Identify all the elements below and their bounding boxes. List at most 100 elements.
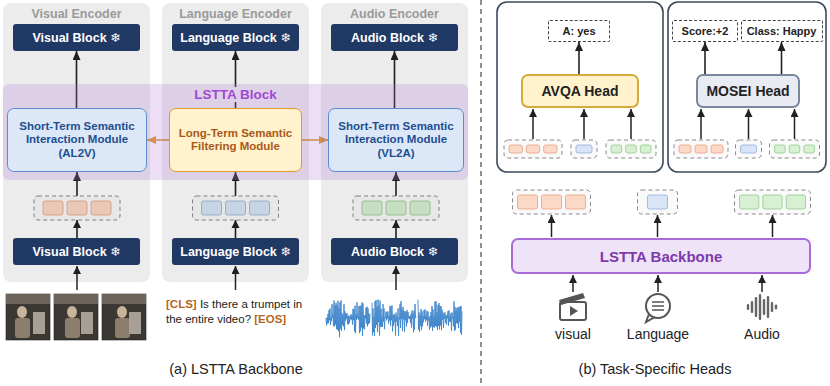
token — [741, 145, 757, 153]
audio-icon — [767, 296, 769, 318]
token — [695, 145, 707, 153]
frozen-block: Visual Block ❄ — [13, 238, 140, 265]
token — [740, 195, 759, 209]
frozen-block: Language Block ❄ — [172, 238, 299, 265]
video-frame — [6, 294, 50, 340]
token — [804, 145, 815, 153]
module-label: Short-Term Semantic Interaction Module (… — [12, 120, 142, 160]
frame-detail — [129, 312, 141, 334]
token — [509, 145, 522, 153]
token — [775, 145, 786, 153]
frozen-block: Language Block ❄ — [172, 24, 299, 51]
frame-figure — [17, 306, 27, 318]
band-title: LSTTA Block — [189, 87, 282, 102]
block-label: Language Block ❄ — [180, 244, 291, 259]
audio-icon — [759, 294, 761, 320]
token-group — [638, 190, 678, 214]
text-input: [CLS] Is there a trumpet in the entire v… — [166, 297, 308, 327]
audio-icon — [751, 301, 753, 313]
token-group — [736, 140, 762, 158]
token — [526, 145, 539, 153]
output-label: A: yes — [562, 25, 595, 37]
token — [679, 145, 691, 153]
token — [544, 145, 557, 153]
flow-arrow — [794, 109, 796, 139]
token-group — [735, 190, 811, 214]
flow-arrow — [551, 215, 553, 237]
backbone-box: LSTTA Backbone — [511, 238, 811, 274]
modality-label: Language — [613, 326, 703, 342]
frozen-block: Visual Block ❄ — [13, 24, 140, 51]
flow-arrow — [657, 215, 659, 237]
panel-title: Audio Encoder — [350, 7, 439, 21]
token-group — [674, 140, 728, 158]
special-token: [CLS] — [166, 298, 197, 310]
token — [611, 145, 622, 153]
flow-arrow — [657, 275, 659, 292]
flow-arrow — [583, 109, 585, 139]
flow-arrow — [630, 109, 632, 139]
module-box: Short-Term Semantic Interaction Module (… — [7, 108, 147, 172]
head-container — [668, 2, 826, 172]
modality-label: Audio — [717, 326, 807, 342]
audio-icon — [747, 304, 749, 310]
frozen-block: Audio Block ❄ — [331, 24, 458, 51]
token-group — [770, 140, 820, 158]
head-container — [497, 2, 663, 172]
video-icon — [559, 293, 585, 305]
audio-waveform — [418, 300, 462, 335]
token — [763, 195, 782, 209]
video-frame — [54, 294, 98, 340]
frame-figure — [15, 318, 30, 338]
output-box: A: yes — [548, 20, 610, 42]
language-icon — [652, 309, 664, 311]
flow-arrow — [772, 215, 774, 237]
subfigure-caption: (b) Task-Specific Heads — [505, 361, 805, 377]
block-label: Visual Block ❄ — [32, 244, 120, 259]
module-box: Short-Term Semantic Interaction Module (… — [328, 108, 464, 172]
token — [640, 145, 651, 153]
language-icon — [652, 305, 664, 307]
frame-figure — [117, 306, 127, 318]
head-label: MOSEI Head — [706, 83, 789, 99]
module-label: Short-Term Semantic Interaction Module (… — [333, 120, 459, 160]
audio-icon — [775, 305, 777, 310]
head-box: AVQA Head — [521, 74, 639, 108]
token — [518, 195, 538, 209]
video-frame — [102, 294, 146, 340]
token — [542, 195, 562, 209]
backbone-label: LSTTA Backbone — [600, 248, 723, 265]
token-group — [504, 140, 562, 158]
video-icon — [570, 306, 578, 316]
panel-title: Visual Encoder — [31, 7, 121, 21]
audio-icon — [771, 302, 773, 312]
frozen-block: Audio Block ❄ — [331, 238, 458, 265]
subfigure-caption: (a) LSTTA Backbone — [86, 361, 386, 377]
module-label: Long-Term Semantic Filtering Module — [174, 127, 297, 153]
flow-arrow — [748, 109, 750, 139]
output-box: Score:+2 — [672, 20, 738, 42]
video-icon — [560, 302, 586, 320]
token — [626, 145, 637, 153]
token-group — [606, 140, 656, 158]
divider-line — [480, 0, 481, 386]
output-label: Class: Happy — [747, 25, 817, 37]
language-icon — [652, 301, 664, 303]
head-label: AVQA Head — [541, 83, 618, 99]
frame-detail — [81, 312, 93, 334]
connector-arrow — [578, 42, 580, 74]
frame-figure — [65, 318, 80, 338]
audio-icon — [763, 299, 765, 315]
block-label: Audio Block ❄ — [351, 30, 438, 45]
token — [786, 195, 805, 209]
token — [648, 195, 668, 209]
frame-figure — [67, 306, 77, 318]
lstta-band: LSTTA BlockShort-Term Semantic Interacti… — [3, 84, 468, 180]
language-icon — [646, 314, 655, 322]
frame-detail — [54, 294, 98, 304]
flow-arrow — [700, 109, 702, 139]
token-group — [571, 140, 597, 158]
audio-waveform — [326, 300, 370, 337]
